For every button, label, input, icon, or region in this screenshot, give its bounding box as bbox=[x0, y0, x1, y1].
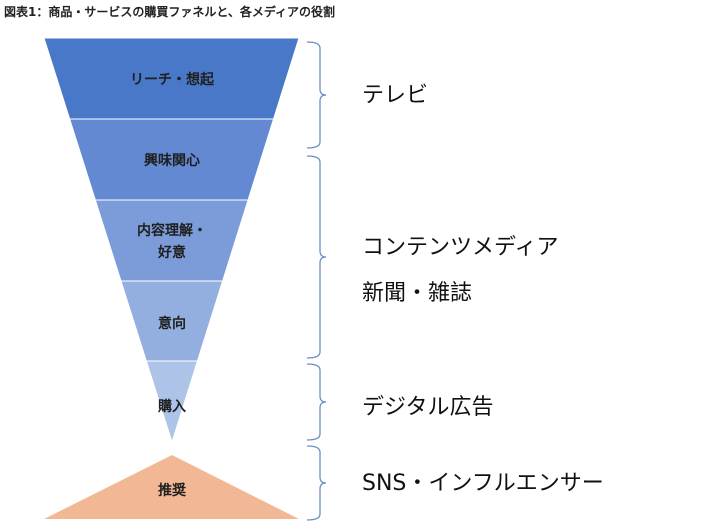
brace-content-media bbox=[306, 155, 327, 359]
funnel-stage-5 bbox=[145, 360, 199, 444]
recommendation-triangle bbox=[44, 455, 299, 519]
recommendation-label: 推奨 bbox=[158, 482, 187, 499]
funnel-stage-label: 興味関心 bbox=[144, 153, 200, 169]
media-label: テレビ bbox=[362, 83, 428, 108]
media-label: 新聞・雑誌 bbox=[362, 281, 472, 306]
brace-tv bbox=[306, 41, 327, 149]
funnel-stage-label: 意向 bbox=[158, 315, 186, 332]
brace-digital-ads bbox=[306, 363, 327, 441]
funnel-stage-3 bbox=[94, 199, 249, 282]
recommendation-triangle-group: 推奨 bbox=[44, 455, 299, 519]
brace-sns bbox=[306, 445, 327, 521]
funnel-stage-label: 購入 bbox=[157, 398, 186, 415]
media-label: コンテンツメディア bbox=[362, 235, 558, 260]
page-title: 図表1：商品・サービスの購買ファネルと、各メディアの役割 bbox=[4, 5, 336, 19]
braces bbox=[306, 41, 327, 521]
funnel-stage-label: リーチ・想起 bbox=[130, 71, 215, 88]
media-label: デジタル広告 bbox=[362, 395, 494, 420]
funnel-stage-label: 内容理解・ bbox=[137, 222, 207, 239]
funnel-stage-label: 好意 bbox=[157, 244, 186, 261]
media-label: SNS・インフルエンサー bbox=[362, 471, 604, 496]
